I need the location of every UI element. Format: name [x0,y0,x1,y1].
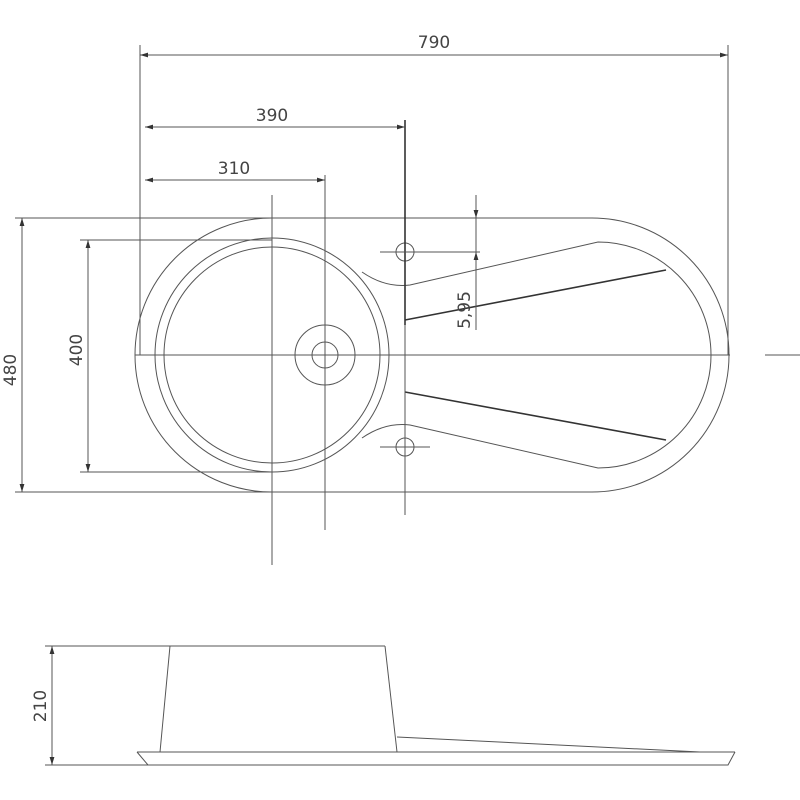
dim-faucet-offset: 390 [256,106,288,126]
dim-height: 210 [31,690,51,722]
dimension-lines [15,45,729,766]
dim-total-depth: 480 [1,354,21,386]
dim-drain-offset: 310 [218,159,250,179]
dim-faucet-spacing: 5,95 [455,291,475,329]
dim-bowl-diameter: 400 [67,334,87,366]
center-lines [135,120,800,565]
drainboard-groove-bottom [404,391,667,441]
side-view [50,645,736,766]
sink-outer-outline [134,217,730,493]
dim-total-width: 790 [418,33,450,53]
drainboard-groove-top [404,269,667,321]
